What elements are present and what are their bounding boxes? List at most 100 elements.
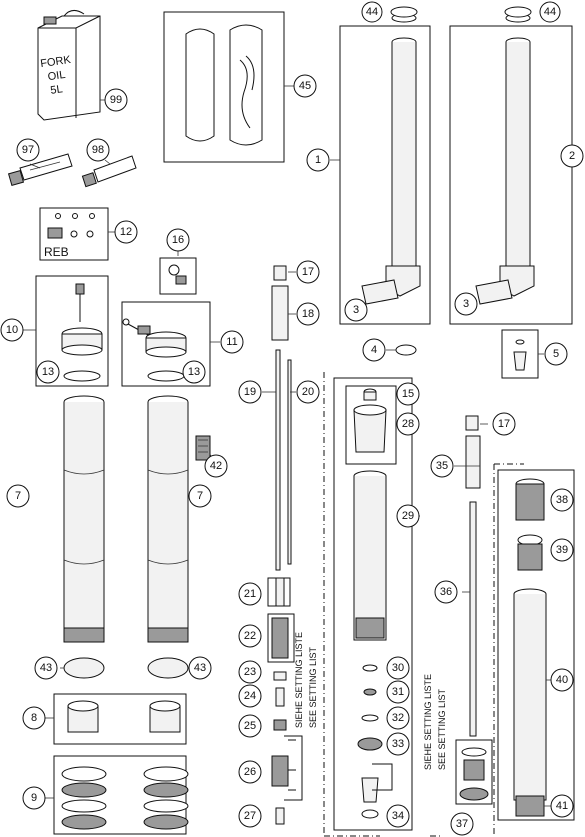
- svg-text:10: 10: [6, 324, 18, 336]
- svg-text:3: 3: [463, 298, 469, 310]
- outer-tube-left: [63, 395, 105, 643]
- reb-parts-box: [39, 207, 109, 261]
- svg-text:45: 45: [299, 80, 311, 92]
- callout-44b: 44: [539, 1, 561, 23]
- callout-32: 32: [386, 706, 410, 730]
- svg-text:4: 4: [371, 344, 377, 356]
- callout-38: 38: [550, 488, 574, 512]
- callout-30: 30: [386, 656, 410, 680]
- callout-26: 26: [238, 760, 262, 784]
- setting-bracket-2: [372, 763, 393, 791]
- callout-3a: 3: [344, 298, 368, 322]
- svg-text:13: 13: [42, 366, 54, 378]
- fork-cap-right: [122, 318, 187, 382]
- svg-text:13: 13: [188, 366, 200, 378]
- grease-tube-97: [7, 153, 73, 187]
- svg-text:32: 32: [392, 712, 404, 724]
- callout-99: 99: [104, 88, 128, 112]
- bushings: [67, 700, 181, 733]
- callout-33: 33: [386, 732, 410, 756]
- callout-10: 10: [0, 318, 24, 342]
- callout-43a: 43: [34, 656, 58, 680]
- svg-text:31: 31: [392, 686, 404, 698]
- cap-box-10: [35, 275, 109, 387]
- callout-36: 36: [434, 580, 458, 604]
- protector-sleeves-box: [163, 11, 285, 163]
- fork-protector-sleeves: [185, 24, 263, 146]
- callout-21: 21: [238, 582, 262, 606]
- svg-text:30: 30: [392, 662, 404, 674]
- part-16-box: [159, 257, 197, 295]
- callout-13b: 13: [182, 360, 206, 384]
- svg-text:25: 25: [244, 720, 256, 732]
- callout-8: 8: [22, 706, 46, 730]
- callout-16: 16: [166, 228, 190, 252]
- callout-28: 28: [396, 412, 420, 436]
- svg-text:98: 98: [92, 144, 104, 156]
- callout-98: 98: [86, 138, 110, 162]
- svg-text:15: 15: [402, 388, 414, 400]
- svg-text:3: 3: [353, 304, 359, 316]
- inner-tube-box-1: [339, 25, 431, 325]
- svg-text:19: 19: [244, 386, 256, 398]
- callout-11: 11: [220, 330, 244, 354]
- svg-text:17: 17: [498, 418, 510, 430]
- oil-can-line-1: FORK: [40, 54, 73, 70]
- svg-text:22: 22: [244, 630, 256, 642]
- inner-tube-left: [361, 13, 421, 305]
- svg-text:38: 38: [556, 494, 568, 506]
- seals-box: [53, 755, 187, 835]
- setting-list-2-en: SEE SETTING LIST: [437, 688, 447, 770]
- middle-cartridge-box: [333, 377, 413, 831]
- callout-15: 15: [396, 382, 420, 406]
- callout-25: 25: [238, 714, 262, 738]
- callout-43b: 43: [188, 656, 212, 680]
- svg-text:43: 43: [40, 662, 52, 674]
- setting-bracket-1: [284, 735, 303, 801]
- callout-3b: 3: [454, 292, 478, 316]
- reb-label: REB: [44, 245, 69, 259]
- setting-list-1-de: SIEHE SETTING LISTE: [294, 632, 304, 728]
- svg-text:44: 44: [366, 6, 378, 18]
- callout-22: 22: [238, 624, 262, 648]
- svg-text:43: 43: [194, 662, 206, 674]
- callout-44a: 44: [361, 1, 383, 23]
- callout-34: 34: [386, 804, 410, 828]
- cap-box-11: [121, 301, 211, 387]
- callout-35: 35: [430, 454, 454, 478]
- bushings-box: [53, 693, 187, 745]
- svg-text:2: 2: [569, 150, 575, 162]
- oil-can-line-2: OIL: [47, 69, 66, 83]
- callout-40: 40: [550, 668, 574, 692]
- callout-17b: 17: [492, 412, 516, 436]
- decal-sticker-42: [195, 435, 211, 461]
- separator-line-3: [493, 463, 524, 836]
- callout-12: 12: [114, 220, 138, 244]
- svg-text:18: 18: [302, 308, 314, 320]
- svg-text:41: 41: [556, 800, 568, 812]
- part-28-box: [345, 385, 397, 465]
- callout-2: 2: [560, 144, 584, 168]
- svg-text:7: 7: [197, 490, 203, 502]
- svg-text:42: 42: [210, 460, 222, 472]
- svg-text:39: 39: [556, 544, 568, 556]
- setting-list-2-de: SIEHE SETTING LISTE: [423, 674, 433, 770]
- svg-text:34: 34: [392, 810, 404, 822]
- svg-text:7: 7: [15, 490, 21, 502]
- svg-text:40: 40: [556, 674, 568, 686]
- svg-text:99: 99: [110, 94, 122, 106]
- callout-19: 19: [238, 380, 262, 404]
- callout-27: 27: [238, 804, 262, 828]
- svg-text:28: 28: [402, 418, 414, 430]
- svg-text:21: 21: [244, 588, 256, 600]
- callout-13a: 13: [36, 360, 60, 384]
- callout-97: 97: [16, 138, 40, 162]
- svg-text:5: 5: [553, 348, 559, 360]
- base-valve-37: [459, 747, 489, 801]
- callout-24: 24: [238, 684, 262, 708]
- callout-45: 45: [293, 74, 317, 98]
- part-21-box: [267, 577, 291, 607]
- callout-37: 37: [450, 812, 474, 836]
- svg-text:97: 97: [22, 144, 34, 156]
- svg-text:17: 17: [302, 266, 314, 278]
